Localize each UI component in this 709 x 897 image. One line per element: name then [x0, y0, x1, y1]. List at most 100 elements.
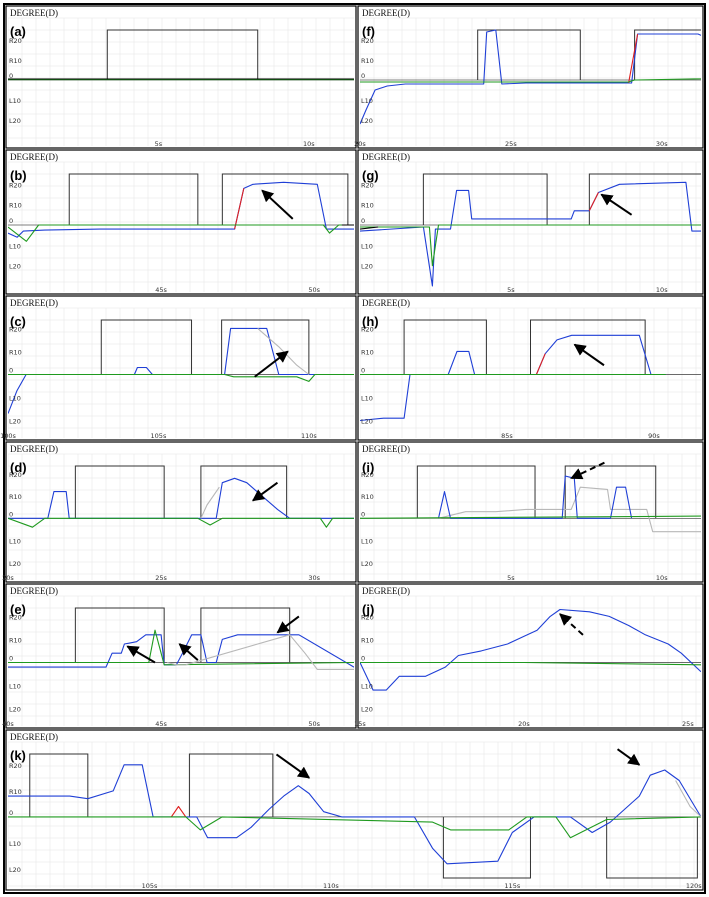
- stimulus-box-negative: [442, 816, 531, 879]
- trace-line: [8, 629, 354, 666]
- panel-label: (j): [362, 602, 374, 617]
- trace-line: [8, 224, 354, 242]
- solid-arrow: [178, 643, 199, 661]
- y-tick-label: L20: [9, 263, 21, 271]
- y-tick-label: 0: [361, 366, 365, 374]
- solid-arrow: [276, 615, 300, 634]
- trace-line: [8, 477, 354, 519]
- x-tick-label: 85s: [501, 432, 513, 440]
- stimulus-box: [403, 319, 487, 375]
- y-tick-label: 0: [361, 72, 365, 80]
- trace-line: [170, 805, 187, 818]
- solid-arrow: [261, 189, 294, 220]
- x-tick-label: 20s: [2, 574, 14, 582]
- y-tick-label: L10: [361, 538, 373, 546]
- panel-label: (k): [10, 748, 26, 763]
- y-tick-label: R10: [9, 636, 22, 644]
- x-tick-label: 90s: [648, 432, 660, 440]
- x-tick-label: 50s: [308, 720, 320, 728]
- x-tick-label: 40s: [2, 720, 14, 728]
- trace-line: [588, 192, 599, 212]
- y-tick-label: L20: [9, 117, 21, 125]
- y-tick-label: R10: [361, 636, 374, 644]
- solid-arrow: [275, 753, 311, 779]
- x-tick-label: 110s: [301, 432, 317, 440]
- y-tick-label: R10: [9, 348, 22, 356]
- panel-frame: [5, 729, 704, 891]
- stimulus-box: [588, 173, 701, 225]
- solid-arrow: [126, 645, 156, 664]
- x-tick-label: 25s: [155, 574, 167, 582]
- y-tick-label: R10: [361, 202, 374, 210]
- y-tick-label: R20: [9, 37, 22, 45]
- y-tick-label: R10: [361, 57, 374, 65]
- stimulus-box: [74, 465, 165, 519]
- y-tick-label: R20: [9, 471, 22, 479]
- stimulus-box: [200, 465, 288, 519]
- trace-line: [628, 33, 639, 84]
- plot-area: [8, 595, 354, 726]
- panel-frame: [5, 5, 357, 149]
- panel-label: (f): [362, 24, 375, 39]
- y-tick-label: R20: [361, 325, 374, 333]
- y-tick-label: L20: [361, 263, 373, 271]
- panel-frame: [357, 5, 704, 149]
- y-tick-label: R10: [9, 202, 22, 210]
- panel-label: (h): [362, 314, 379, 329]
- x-tick-label: 50s: [308, 286, 320, 294]
- plot-area: [8, 741, 701, 888]
- x-tick-label: 45s: [155, 286, 167, 294]
- trace-line: [8, 327, 354, 414]
- x-tick-label: 20s: [354, 140, 366, 148]
- stimulus-box: [106, 29, 259, 80]
- plot-area: [8, 307, 354, 438]
- trace-line: [8, 816, 701, 839]
- y-tick-label: L10: [9, 97, 21, 105]
- y-tick-label: R20: [361, 471, 374, 479]
- trace-line: [360, 224, 701, 267]
- panel-title: DEGREE(D): [10, 444, 58, 454]
- y-tick-label: 0: [361, 217, 365, 225]
- trace-line: [675, 780, 701, 818]
- solid-arrow: [616, 748, 641, 766]
- y-tick-label: L10: [9, 538, 21, 546]
- y-tick-label: L10: [361, 242, 373, 250]
- stimulus-box: [477, 29, 581, 80]
- y-tick-label: L10: [9, 840, 21, 848]
- trace-line: [360, 608, 701, 691]
- y-tick-label: 0: [9, 366, 13, 374]
- trace-line: [360, 29, 701, 125]
- x-tick-label: 120s: [686, 882, 702, 890]
- panel-title: DEGREE(D): [362, 444, 410, 454]
- plot-area: [360, 453, 701, 580]
- trace-line: [360, 661, 701, 666]
- stimulus-box: [416, 465, 536, 519]
- solid-arrow: [254, 350, 289, 378]
- trace-line: [8, 764, 701, 865]
- stimulus-box: [68, 173, 199, 225]
- y-tick-label: L10: [9, 394, 21, 402]
- panel-label: (d): [10, 460, 27, 475]
- y-tick-label: R10: [9, 57, 22, 65]
- stimulus-box: [221, 319, 310, 375]
- y-tick-label: L20: [9, 705, 21, 713]
- x-tick-label: 10s: [303, 140, 315, 148]
- y-tick-label: 0: [9, 217, 13, 225]
- x-tick-label: 115s: [504, 882, 520, 890]
- y-tick-label: R10: [9, 493, 22, 501]
- x-tick-label: 25s: [682, 720, 694, 728]
- panel-label: (c): [10, 314, 26, 329]
- trace-line: [8, 517, 354, 528]
- trace-line: [360, 515, 701, 519]
- panel-title: DEGREE(D): [10, 8, 58, 18]
- y-tick-label: L20: [9, 866, 21, 874]
- stimulus-box: [564, 465, 657, 519]
- y-tick-label: 0: [361, 654, 365, 662]
- plot-area: [360, 307, 701, 438]
- plot-area: [8, 453, 354, 580]
- panel-label: (b): [10, 168, 27, 183]
- trace-line: [360, 78, 701, 83]
